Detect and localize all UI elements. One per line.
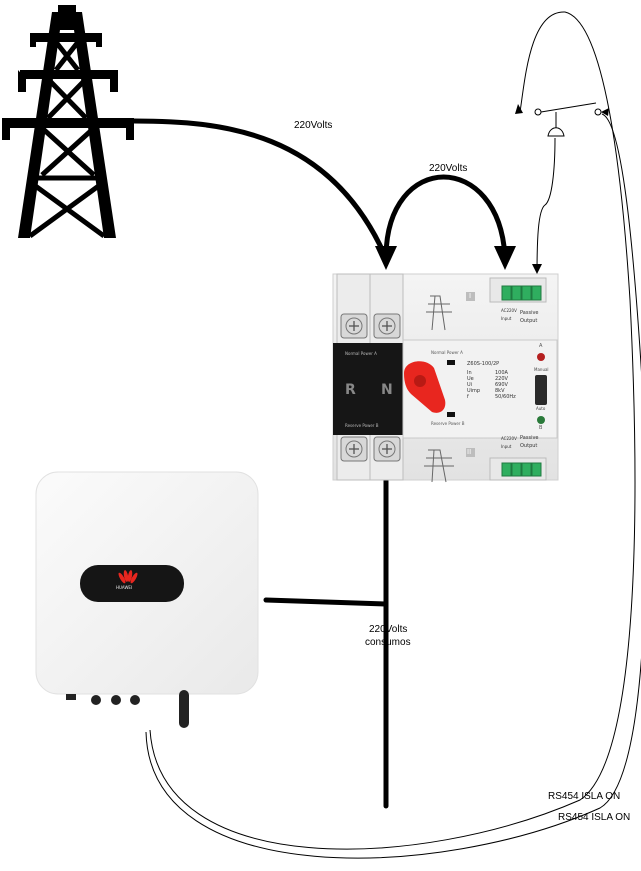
contact-to-ats — [536, 137, 556, 276]
ats-normal-power-center: Normal Power A — [431, 350, 463, 355]
inverter-connectors — [66, 694, 140, 705]
spec-key: Ue — [467, 376, 474, 382]
huawei-logo-icon — [118, 570, 138, 584]
spec-value: 100A — [495, 370, 508, 376]
ats-side-label-b: B — [539, 425, 543, 431]
relay-contact — [534, 102, 602, 137]
rs-cable-outer — [149, 11, 636, 850]
inverter-output-wire — [263, 597, 389, 607]
arrow-head-right — [494, 246, 516, 270]
rs-label-1: RS454 ISLA ON — [548, 791, 621, 802]
spec-value: 8kV — [495, 388, 505, 394]
ats-terminal-r: R — [345, 382, 356, 398]
ats-reserve-power: Reserve Power B — [345, 423, 379, 428]
arrow-head-left — [375, 246, 397, 270]
ats-terminal-n: N — [381, 382, 393, 398]
ats-normal-power: Normal Power A — [345, 351, 377, 356]
led-b — [537, 416, 545, 424]
ats-arrow-head — [532, 264, 542, 274]
contact-arrow-left — [515, 104, 523, 114]
tower-logo-icon — [424, 295, 454, 483]
ats-top-input-label: AC220V Input — [501, 308, 517, 321]
contact-arrow-right — [601, 108, 609, 116]
grid-feed-wire — [131, 118, 389, 261]
spec-key: Ui — [467, 382, 473, 388]
ats-side-label-a: A — [539, 343, 543, 349]
spec-key: In — [467, 370, 472, 376]
ats-bottom-output-label: Passive Output — [520, 435, 539, 449]
mode-switch[interactable] — [535, 375, 547, 405]
ats-bottom-input-label: AC220V Input — [501, 436, 517, 449]
ats-roman-top: I — [469, 292, 472, 300]
rs-label-2: RS454 ISLA ON — [558, 812, 631, 823]
spec-value: 690V — [495, 382, 508, 388]
green-terminals-top — [501, 285, 542, 301]
ats-switch-auto: Auto — [536, 406, 546, 411]
power-tower-icon — [2, 5, 134, 239]
ats-roman-bottom: II — [467, 448, 472, 456]
bridge-voltage-label: 220Volts — [429, 163, 468, 174]
inverter-antenna — [179, 690, 189, 728]
green-terminals-bottom — [501, 462, 542, 477]
ats-top-output-label: Passive Output — [520, 310, 539, 324]
spec-value: 220V — [495, 376, 508, 382]
ats-model: Z60S-100/2P — [467, 361, 500, 367]
consumption-voltage-label: 220Volts — [369, 624, 408, 635]
ats-handle[interactable] — [404, 361, 446, 413]
ats-spec-keys: In Ue Ui Uimp f — [467, 370, 480, 400]
inverter-device — [35, 471, 259, 728]
spec-key: Uimp — [467, 388, 481, 394]
main-wiring — [131, 118, 508, 809]
consumption-label: consumos — [365, 637, 411, 648]
spec-key: f — [467, 394, 469, 400]
ats-switch-manual: Manual — [534, 367, 549, 372]
ats-device — [332, 273, 559, 483]
ats-reserve-power-center: Reserve Power B — [431, 421, 465, 426]
spec-value: 50/60Hz — [495, 394, 516, 400]
grid-voltage-label: 220Volts — [294, 120, 333, 131]
signal-cables — [145, 11, 641, 859]
led-a — [537, 353, 545, 361]
ats-spec-values: 100A 220V 690V 8kV 50/60Hz — [495, 370, 516, 400]
rs-cable-inner — [145, 113, 641, 859]
inverter-brand: HUAWEI — [116, 585, 133, 590]
bridge-wire — [383, 174, 508, 261]
